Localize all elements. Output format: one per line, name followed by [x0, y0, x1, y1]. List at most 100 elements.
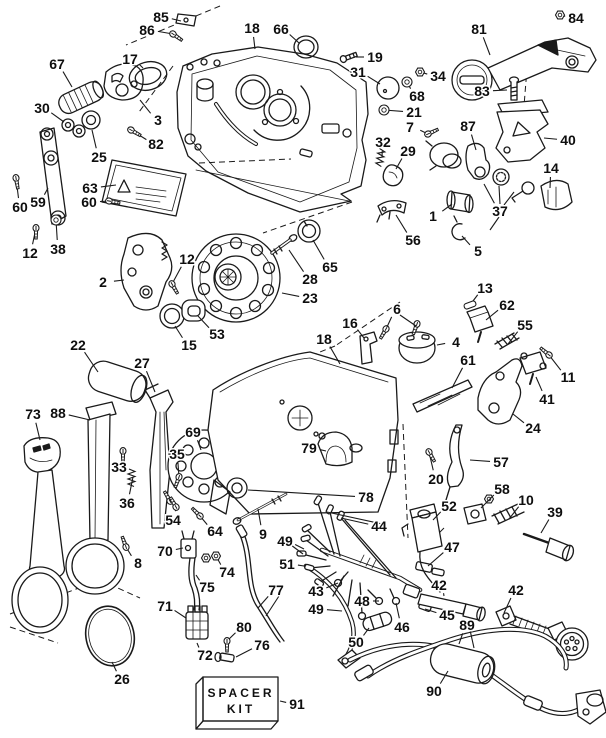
part-number-label: 77: [268, 582, 284, 598]
part-callout-46: 46: [393, 602, 411, 637]
leader-line: [432, 511, 442, 521]
part-callout-28: 28: [288, 249, 319, 289]
part-number-label: 42: [431, 577, 447, 593]
part-number-label: 24: [525, 420, 541, 436]
part-callout-29: 29: [395, 142, 417, 170]
part-number-label: 7: [406, 119, 414, 135]
swivel-block-58: [463, 494, 495, 525]
part-callout-25: 25: [90, 129, 108, 167]
part-number-label: 5: [474, 243, 482, 259]
part-callout-10: 10: [508, 491, 535, 520]
screw-glyph: [167, 29, 185, 44]
part-callout-18: 18: [243, 19, 261, 50]
leader-line: [175, 547, 184, 551]
screw-glyph: [126, 125, 143, 139]
part-number-label: 85: [153, 9, 169, 25]
part-number-label: 14: [543, 160, 559, 176]
part-callout-65: 65: [312, 239, 339, 277]
leader-line: [492, 89, 508, 92]
part-callout-12: 12: [167, 250, 196, 296]
grommet-ring-66: [293, 35, 319, 59]
lock-washer-37: [492, 168, 510, 186]
part-number-label: 65: [322, 259, 338, 275]
leader-line: [171, 18, 182, 22]
part-callout-60: 60: [11, 173, 29, 217]
stop-switch-52: [401, 503, 443, 593]
part-callout-26: 26: [111, 661, 131, 689]
part-callout-87: 87: [459, 117, 477, 151]
part-number-label: 21: [406, 104, 422, 120]
part-number-label: 90: [426, 683, 442, 699]
part-number-label: 40: [560, 132, 576, 148]
part-number-label: 12: [179, 251, 195, 267]
part-callout-60: 60: [80, 193, 121, 212]
spacer-cylinder-1: [446, 190, 474, 214]
nut-glyph: [210, 551, 222, 561]
part-number-label: 12: [22, 245, 38, 261]
pin-glyph: [462, 299, 478, 311]
part-callout-9: 9: [257, 508, 269, 544]
part-callout-13: 13: [462, 279, 494, 311]
part-callout-3: 3: [139, 99, 164, 130]
part-number-label: 39: [547, 504, 563, 520]
washer-glyph: [401, 76, 413, 88]
retainer-clip-5: [451, 215, 466, 241]
part-callout-48: 48: [353, 592, 379, 611]
screw-glyph: [423, 126, 440, 139]
part-callout-30: 30: [33, 99, 65, 123]
part-number-label: 62: [499, 297, 515, 313]
leader-line: [319, 449, 327, 452]
part-callout-14: 14: [542, 159, 560, 189]
part-number-label: 1: [429, 208, 437, 224]
part-callout-74: 74: [210, 551, 236, 582]
part-number-label: 36: [119, 495, 135, 511]
part-callout-22: 22: [69, 336, 99, 373]
part-callout-39: 39: [540, 503, 564, 534]
part-number-label: 58: [494, 481, 510, 497]
screw-19: [339, 51, 358, 64]
leader-line: [281, 292, 300, 297]
grommet-26: [84, 605, 136, 667]
part-callout-24: 24: [512, 413, 542, 438]
part-number-label: 70: [157, 543, 173, 559]
control-handle-88: [65, 401, 125, 595]
leader-line: [357, 329, 365, 339]
part-number-label: 76: [254, 637, 270, 653]
part-number-label: 13: [477, 280, 493, 296]
spring-55: [494, 332, 520, 350]
leader-line: [483, 183, 495, 204]
part-number-label: 61: [460, 352, 476, 368]
part-callout-19: 19: [356, 48, 384, 67]
part-callout-45: 45: [424, 606, 456, 625]
part-callout-58: 58: [480, 480, 511, 509]
leader-line: [288, 249, 305, 273]
part-callout-71: 71: [156, 597, 187, 619]
part-number-label: 91: [289, 696, 305, 712]
part-number-label: 8: [134, 555, 142, 571]
nut-glyph: [414, 67, 426, 77]
leader-line: [100, 184, 117, 188]
part-number-label: 31: [350, 64, 366, 80]
wires-75: [188, 557, 201, 611]
part-callout-27: 27: [133, 354, 156, 393]
leader-line: [535, 376, 543, 392]
link-strap-57: [445, 424, 464, 501]
part-callout-89: 89: [458, 616, 476, 645]
part-callout-2: 2: [98, 273, 125, 292]
part-callout-42: 42: [503, 581, 525, 614]
leader-line: [43, 187, 49, 195]
screw-glyph: [189, 505, 206, 522]
part-number-label: 30: [34, 100, 50, 116]
leader-line: [363, 627, 370, 636]
part-callout-59: 59: [29, 187, 49, 212]
part-callout-21: 21: [378, 103, 423, 122]
screw-glyph: [11, 173, 22, 190]
gasket-17: [128, 60, 168, 92]
part-number-label: 55: [517, 317, 533, 333]
leader-line: [395, 602, 400, 619]
anchor-block-41: [519, 351, 547, 385]
leader-line: [395, 214, 408, 233]
bracket-2: [120, 232, 173, 311]
